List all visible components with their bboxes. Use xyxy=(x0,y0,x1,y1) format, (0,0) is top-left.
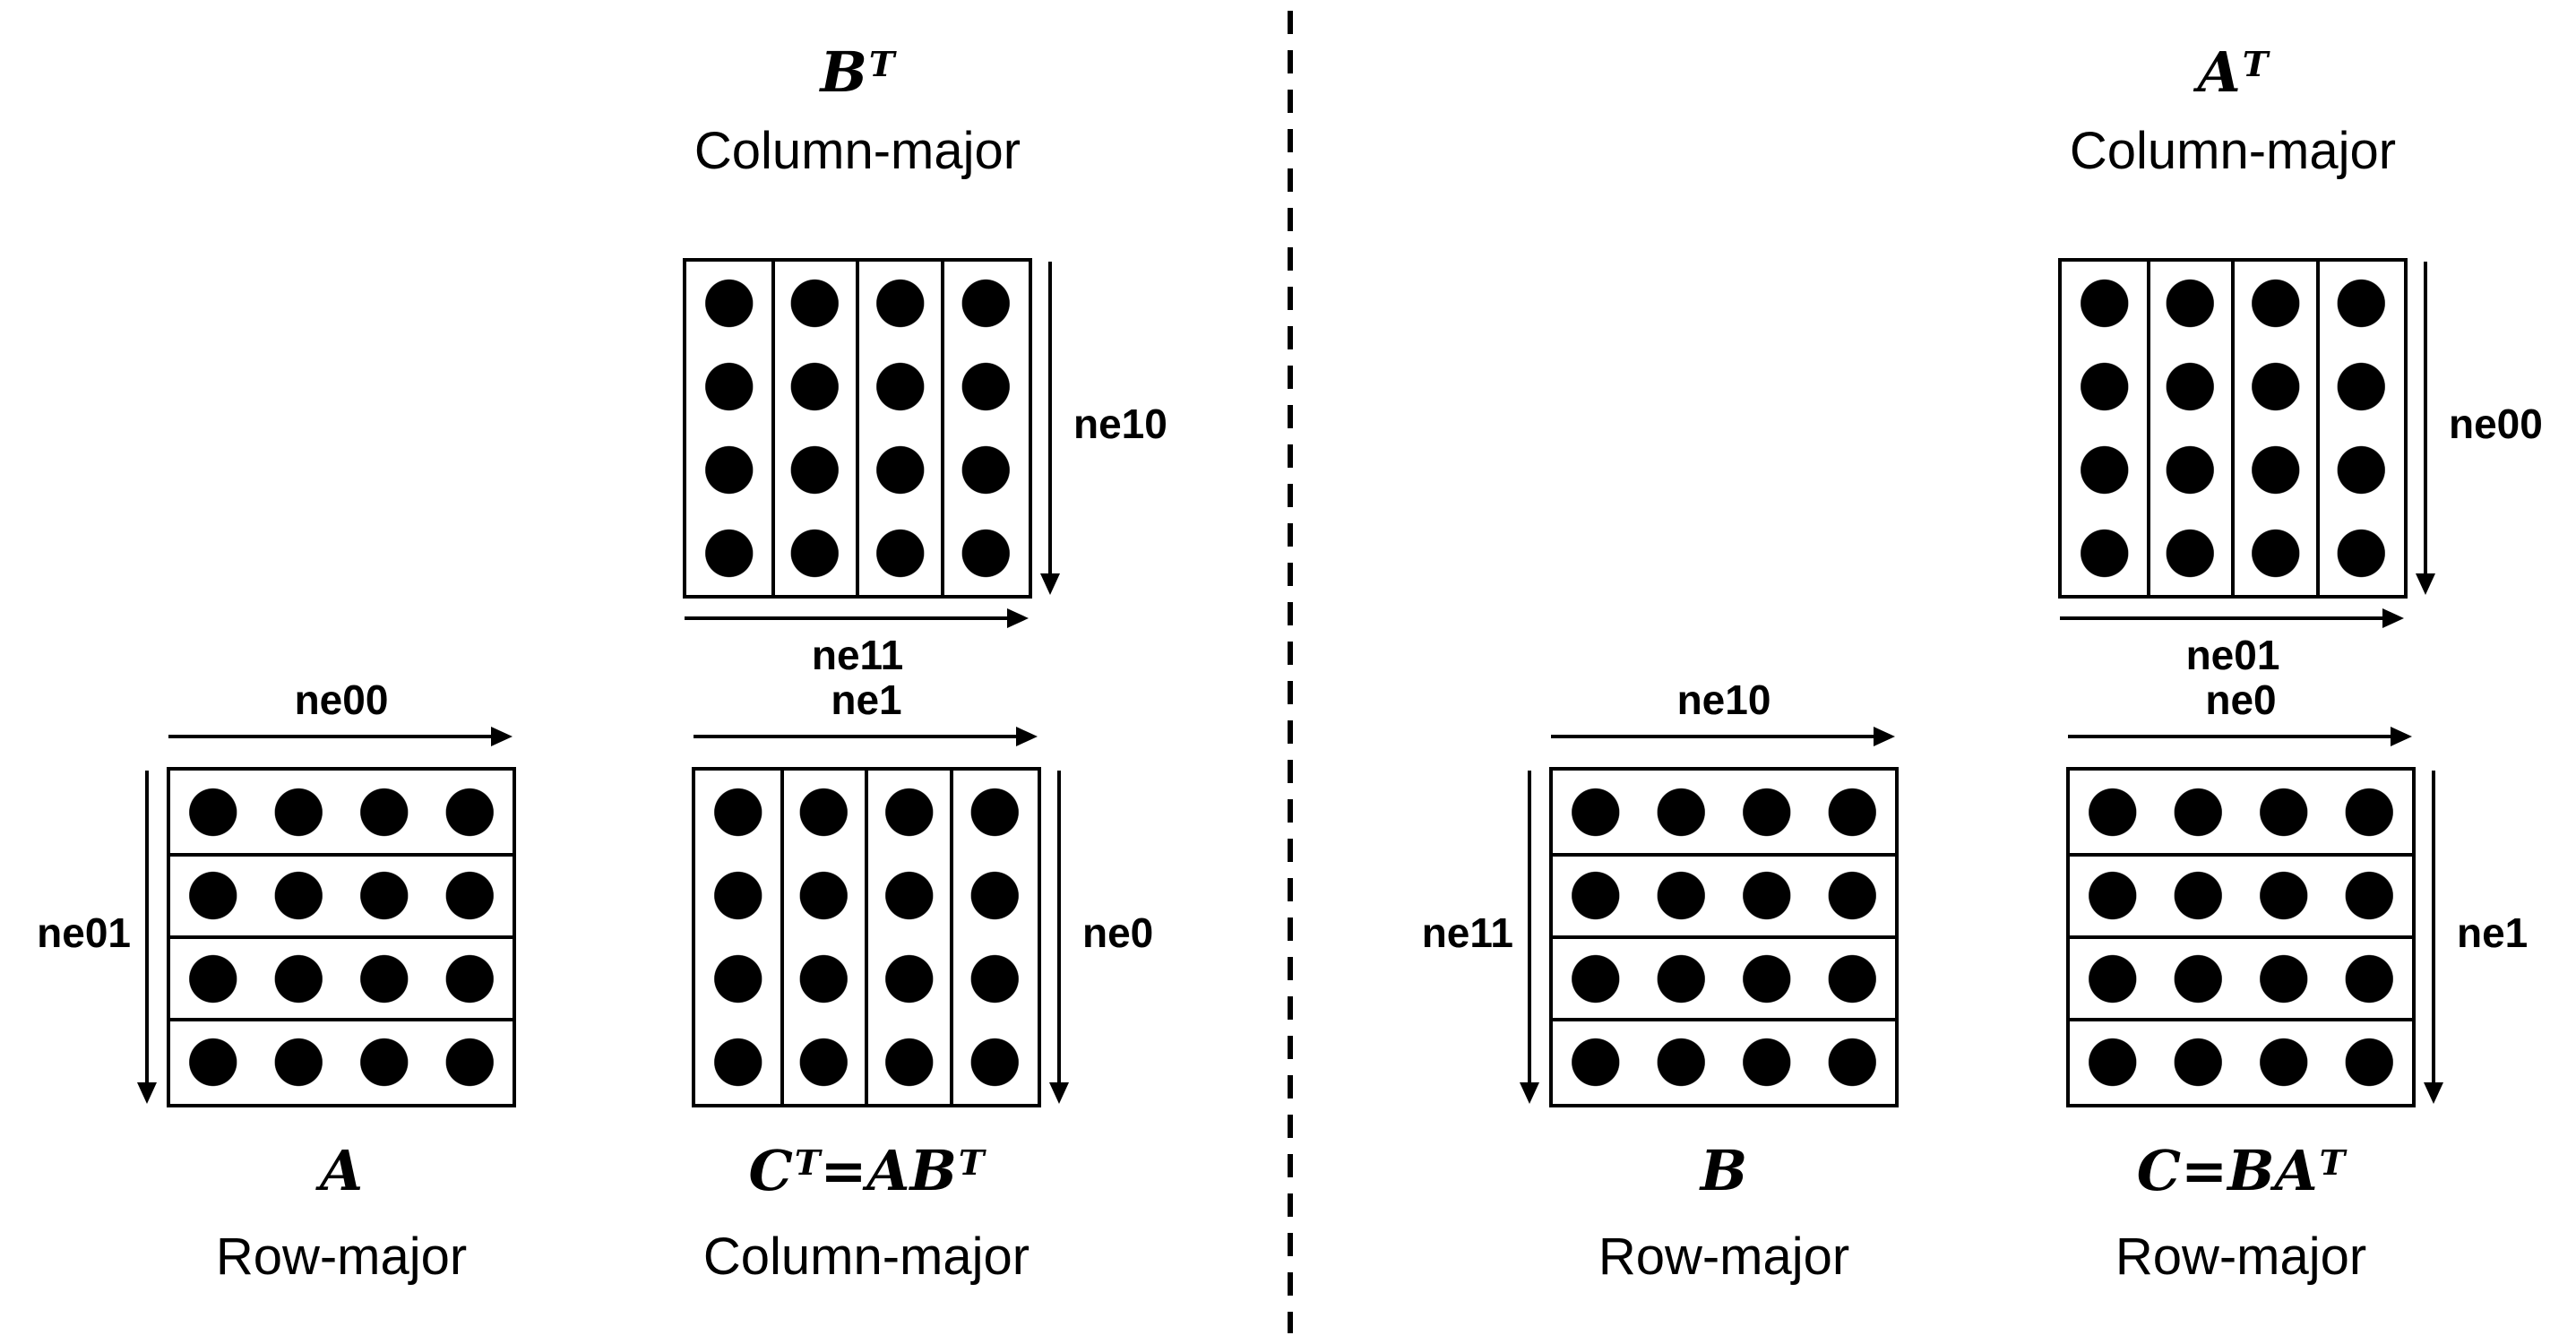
math-base: C xyxy=(748,1138,793,1203)
center-divider xyxy=(1288,11,1293,1333)
ne11-label: ne11 xyxy=(1421,909,1513,956)
math-superscript: T xyxy=(868,44,895,85)
layout-label-b: Row-major xyxy=(1598,1228,1850,1286)
ne1-right-arrow-icon xyxy=(694,727,1038,746)
math-base: =AB xyxy=(820,1138,957,1203)
ne0-label: ne0 xyxy=(2205,676,2277,723)
ne00-right-arrow-icon xyxy=(168,727,513,746)
ne11-down-arrow-icon xyxy=(1520,771,1539,1104)
matrix-a xyxy=(167,767,516,1107)
title-b-transpose: BT xyxy=(589,45,1126,100)
matrix-c-transpose xyxy=(692,767,1041,1107)
figure-c-transpose: ne1 ne0 CT=ABT Column-major xyxy=(692,679,1153,1283)
title-c: C=BAT xyxy=(1972,1143,2510,1199)
matrix-b xyxy=(1549,767,1899,1107)
title-b: B xyxy=(1455,1143,1993,1199)
ne1-label: ne1 xyxy=(2457,909,2529,956)
matrix-a-transpose xyxy=(2058,258,2408,599)
layout-label-a-transpose: Column-major xyxy=(2069,122,2397,180)
matrix-c xyxy=(2066,767,2416,1107)
math-superscript: T xyxy=(2319,1142,2346,1184)
ne1-label: ne1 xyxy=(831,676,902,723)
figure-c: ne0 ne1 C=BAT Row-major xyxy=(2066,679,2528,1283)
layout-label-c-transpose: Column-major xyxy=(702,1228,1030,1286)
figure-a: ne00 ne01 A Row-major xyxy=(37,679,516,1283)
ne00-label: ne00 xyxy=(2449,401,2543,447)
math-base: A xyxy=(319,1138,364,1203)
math-superscript: T xyxy=(794,1142,821,1184)
layout-label-b-transpose: Column-major xyxy=(694,122,1021,180)
ne10-label: ne10 xyxy=(1073,401,1167,447)
title-a: A xyxy=(73,1143,610,1199)
ne11-label: ne11 xyxy=(811,632,904,678)
ne0-right-arrow-icon xyxy=(2068,727,2412,746)
math-base: A xyxy=(2197,39,2241,105)
figure-b: ne10 ne11 B Row-major xyxy=(1422,679,1899,1283)
figure-b-transpose: BT Column-major ne10 ne11 xyxy=(683,45,1167,676)
figure-a-transpose: AT Column-major ne00 ne01 xyxy=(2058,45,2543,676)
math-superscript: T xyxy=(2242,44,2269,85)
ne01-right-arrow-icon xyxy=(2060,608,2404,628)
math-base: B xyxy=(820,39,867,105)
ne0-down-arrow-icon xyxy=(1049,771,1069,1104)
ne00-label: ne00 xyxy=(294,676,389,723)
ne00-down-arrow-icon xyxy=(2416,262,2435,595)
title-c-transpose: CT=ABT xyxy=(598,1143,1135,1199)
ne01-label: ne01 xyxy=(2185,632,2280,678)
layout-label-c: Row-major xyxy=(2115,1228,2367,1286)
ne01-label: ne01 xyxy=(37,909,131,956)
ne0-label: ne0 xyxy=(1082,909,1154,956)
ne1-down-arrow-icon xyxy=(2424,771,2443,1104)
ne10-down-arrow-icon xyxy=(1040,262,1060,595)
math-base: C=BA xyxy=(2136,1138,2318,1203)
ne11-right-arrow-icon xyxy=(685,608,1029,628)
ne01-down-arrow-icon xyxy=(137,771,157,1104)
title-a-transpose: AT xyxy=(1964,45,2502,100)
math-base: B xyxy=(1700,1138,1748,1203)
ne10-right-arrow-icon xyxy=(1551,727,1895,746)
math-superscript: T xyxy=(958,1142,985,1184)
layout-label-a: Row-major xyxy=(215,1228,468,1286)
ne10-label: ne10 xyxy=(1676,676,1771,723)
matrix-b-transpose xyxy=(683,258,1032,599)
